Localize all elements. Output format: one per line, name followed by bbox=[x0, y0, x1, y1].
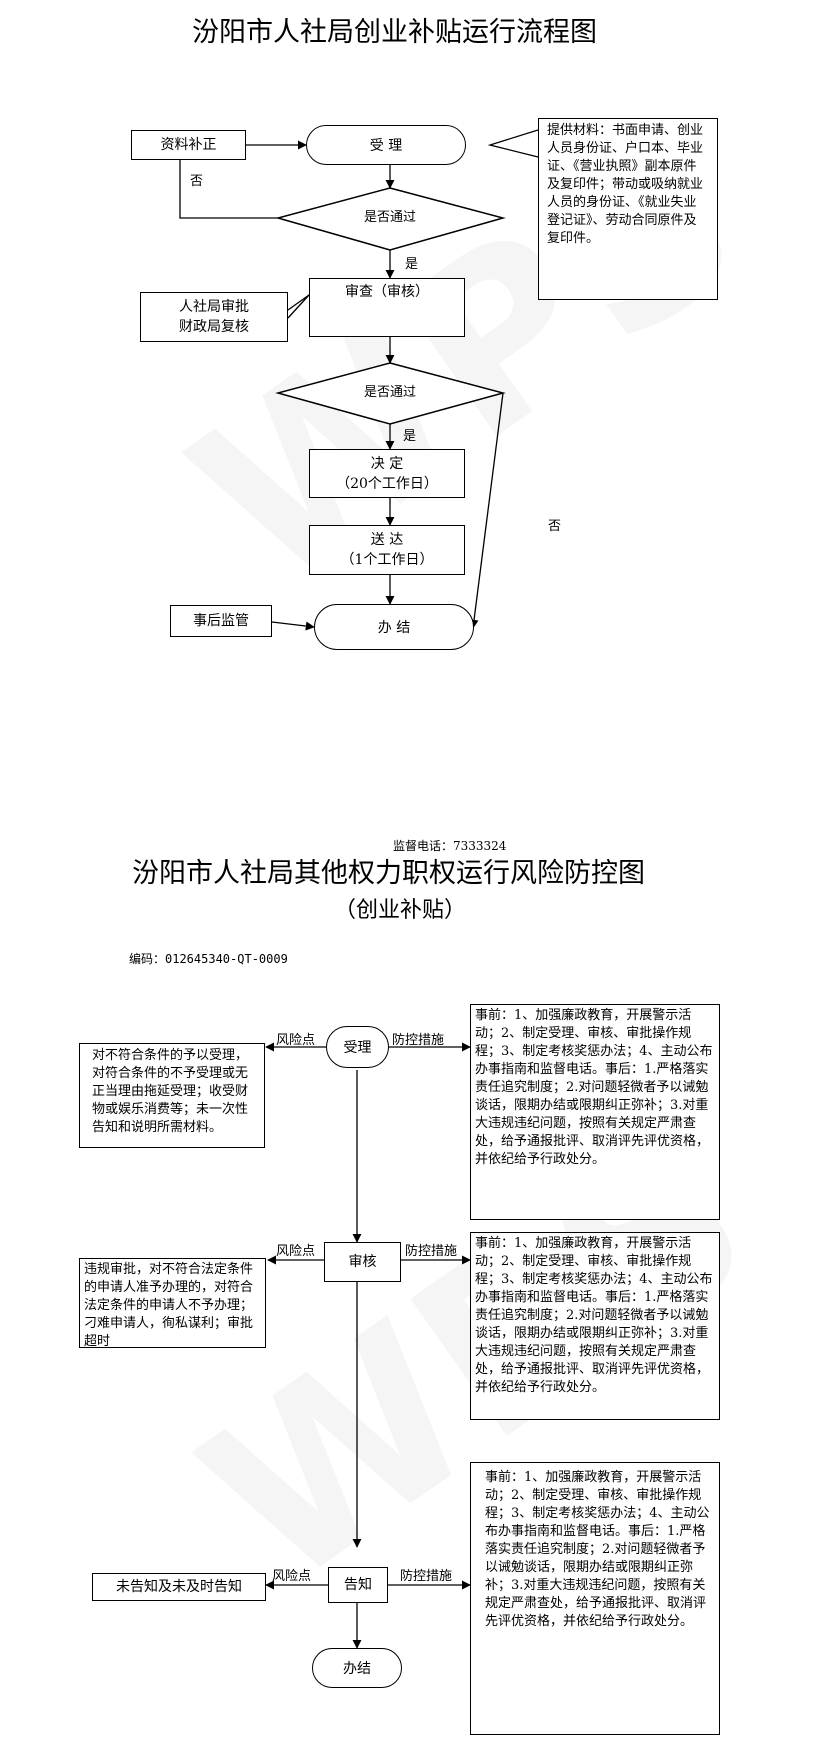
flow2-title: 汾阳市人社局其他权力职权运行风险防控图 bbox=[132, 858, 645, 889]
decision-label: 是否通过 bbox=[363, 385, 416, 400]
yes-label: 是 bbox=[403, 429, 417, 444]
yes-label: 是 bbox=[405, 257, 419, 272]
control-review-box: 事前：1、加强廉政教育，开展警示活动；2、制定受理、审核、审批操作规程；3、制定… bbox=[470, 1232, 720, 1420]
decision-line1: 决 定 bbox=[370, 456, 404, 472]
risk-label: 风险点 bbox=[276, 1244, 316, 1259]
deliver-box: 送 达 （1个工作日） bbox=[309, 525, 465, 575]
risk-notify-box: 未告知及未及时告知 bbox=[92, 1573, 266, 1601]
control-notify-box: 事前：1、加强廉政教育，开展警示活动；2、制定受理、审核、审批操作规程；3、制定… bbox=[470, 1462, 720, 1735]
control-label: 防控措施 bbox=[405, 1244, 458, 1259]
decision-box: 决 定 （20个工作日） bbox=[309, 449, 465, 498]
control-label: 防控措施 bbox=[392, 1033, 445, 1048]
review-label: 审查（审核） bbox=[345, 284, 429, 300]
finish-node: 办 结 bbox=[314, 604, 474, 650]
no-label: 否 bbox=[190, 174, 204, 189]
review-note-line2: 财政局复核 bbox=[179, 319, 249, 335]
decision-label: 是否通过 bbox=[363, 210, 416, 225]
doc-code: 编码：012645340-QT-0009 bbox=[129, 952, 288, 966]
risk-accept-box: 对不符合条件的予以受理，对符合条件的不予受理或无正当理由拖延受理；收受财物或娱乐… bbox=[79, 1043, 265, 1148]
risk-review-box: 违规审批，对不符合法定条件的申请人准予办理的，对符合法定条件的申请人不予办理；刁… bbox=[79, 1258, 266, 1349]
step-accept: 受理 bbox=[326, 1026, 389, 1068]
supervision-phone: 监督电话：7333324 bbox=[393, 839, 507, 853]
risk-label: 风险点 bbox=[272, 1569, 312, 1584]
flow1-title: 汾阳市人社局创业补贴运行流程图 bbox=[192, 17, 597, 48]
decision-line2: （20个工作日） bbox=[336, 476, 438, 492]
review-note: 人社局审批 财政局复核 bbox=[140, 292, 288, 342]
flow2-subtitle: （创业补贴） bbox=[334, 898, 467, 923]
supplement-box: 资料补正 bbox=[131, 130, 246, 160]
control-accept-box: 事前：1、加强廉政教育，开展警示活动；2、制定受理、审核、审批操作规程；3、制定… bbox=[470, 1004, 720, 1220]
no-label: 否 bbox=[548, 519, 562, 534]
control-label: 防控措施 bbox=[400, 1569, 453, 1584]
risk-label: 风险点 bbox=[276, 1033, 316, 1048]
step-finish: 办结 bbox=[312, 1648, 402, 1688]
deliver-line2: （1个工作日） bbox=[340, 552, 434, 568]
review-box: 审查（审核） bbox=[309, 278, 465, 337]
step-notify: 告知 bbox=[328, 1567, 388, 1603]
supervise-box: 事后监管 bbox=[170, 605, 272, 637]
step-review: 审核 bbox=[324, 1242, 401, 1282]
materials-callout: 提供材料：书面申请、创业人员身份证、户口本、毕业证、《营业执照》副本原件及复印件… bbox=[538, 118, 718, 300]
deliver-line1: 送 达 bbox=[370, 532, 404, 548]
accept-node: 受 理 bbox=[306, 125, 466, 165]
review-note-line1: 人社局审批 bbox=[179, 299, 249, 315]
decision-diamond-2 bbox=[275, 362, 506, 425]
decision-diamond-1 bbox=[275, 187, 506, 251]
